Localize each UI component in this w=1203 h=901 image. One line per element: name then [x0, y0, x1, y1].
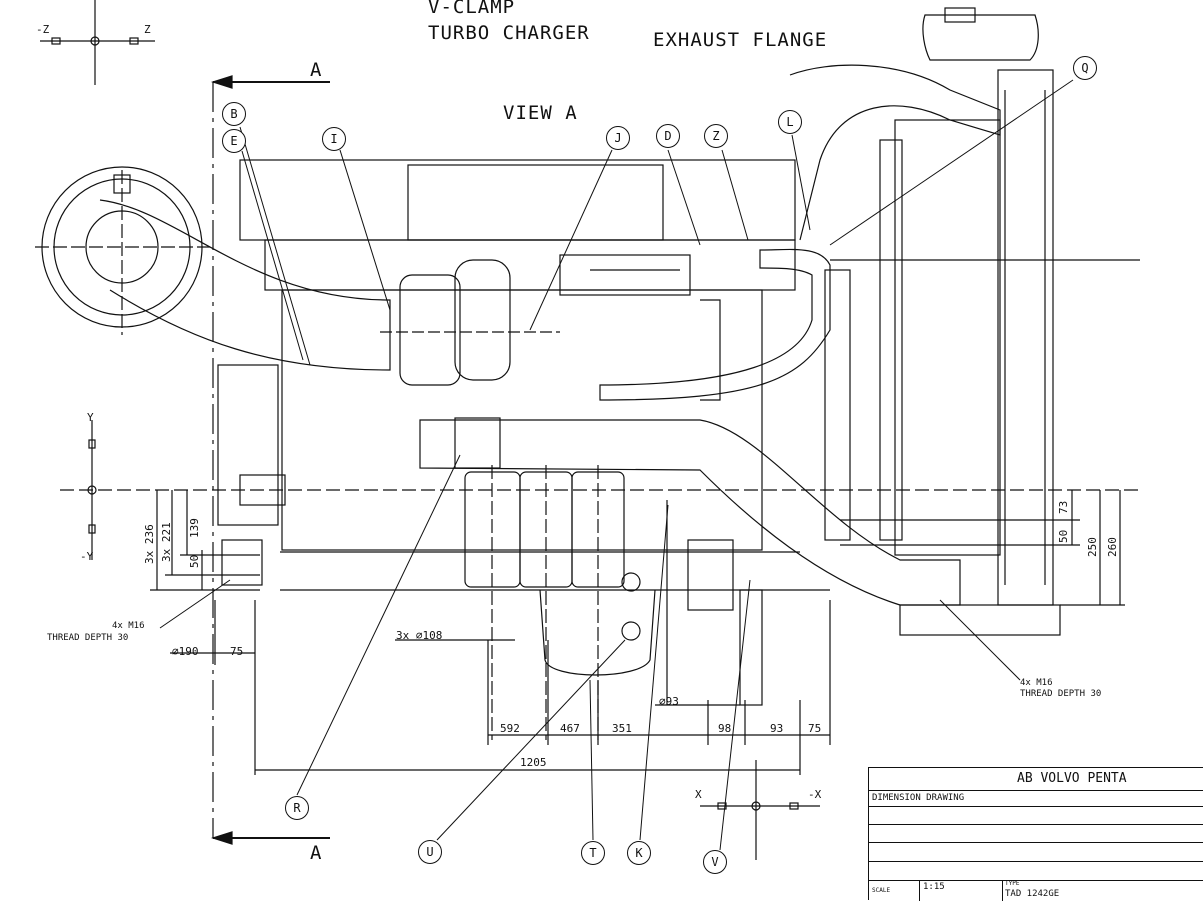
vclamp-note: V-CLAMP — [428, 0, 516, 18]
oil-sump — [539, 589, 656, 676]
dim-overall-1205: 1205 — [520, 756, 547, 769]
axis-label-z-neg: -Z — [36, 23, 50, 36]
dim-75-left: 75 — [230, 645, 244, 658]
engine-block — [217, 159, 830, 591]
callout-l: L — [778, 110, 802, 134]
callout-e: E — [222, 129, 246, 153]
charge-air-pipe — [419, 419, 961, 606]
type-label: TYPE — [1005, 880, 1020, 887]
dim-351: 351 — [612, 722, 632, 735]
section-marker-bottom: A — [310, 842, 323, 864]
air-filter — [35, 166, 210, 335]
pipe-diameter-note: ⌀93 — [659, 695, 679, 708]
callout-r: R — [285, 796, 309, 820]
dim-260: 260 — [1106, 537, 1119, 557]
callout-j: J — [606, 126, 630, 150]
title-block: AB VOLVO PENTA DIMENSION DRAWING SCALE 1… — [868, 767, 1203, 901]
callout-v: V — [703, 850, 727, 874]
dim-dia190: ⌀190 — [172, 645, 199, 658]
intake-pipe — [99, 199, 391, 371]
thread-note-right-2: THREAD DEPTH 30 — [1020, 689, 1102, 699]
oil-filters — [464, 465, 625, 740]
axis-label-y-neg: -Y — [80, 550, 94, 563]
thread-note-left-2: THREAD DEPTH 30 — [47, 633, 129, 643]
callout-d: D — [656, 124, 680, 148]
dim-50-right: 50 — [1057, 529, 1070, 543]
dim-592: 592 — [500, 722, 520, 735]
thread-note-left-1: 4x M16 — [112, 621, 145, 631]
callout-k: K — [627, 841, 651, 865]
callout-z: Z — [704, 124, 728, 148]
z-axis-symbol — [40, 0, 155, 85]
dim-93: 93 — [770, 722, 784, 735]
thread-note-right-1: 4x M16 — [1020, 678, 1053, 688]
company-name: AB VOLVO PENTA — [1017, 771, 1127, 786]
dim-3x221: 3x 221 — [160, 522, 173, 562]
exhaust-outlet — [739, 589, 763, 706]
callout-u: U — [418, 840, 442, 864]
callout-t: T — [581, 841, 605, 865]
drawing-type: DIMENSION DRAWING — [872, 793, 965, 803]
callout-b: B — [222, 102, 246, 126]
axis-label-x-neg: -X — [808, 788, 822, 801]
type-value: TAD 1242GE — [1005, 889, 1060, 899]
axis-label-y-pos: Y — [87, 411, 94, 424]
dim-98: 98 — [718, 722, 732, 735]
fan-housing — [824, 269, 851, 541]
callout-q: Q — [1073, 56, 1097, 80]
axis-label-x-pos: X — [695, 788, 702, 801]
dim-73: 73 — [1057, 500, 1070, 514]
turbo-charger — [380, 254, 691, 386]
right-vertical-dimensions — [840, 490, 1125, 606]
dim-250: 250 — [1086, 537, 1099, 557]
y-axis-symbol — [60, 420, 1138, 560]
dim-3x236: 3x 236 — [143, 524, 156, 564]
filter-diameter-note: 3x ⌀108 — [396, 629, 443, 642]
bottom-chain-dimensions — [255, 600, 831, 775]
scale-value: 1:15 — [923, 882, 945, 892]
section-line-a — [211, 75, 330, 845]
scale-label: SCALE — [872, 887, 891, 894]
exhaust-flange-note: EXHAUST FLANGE — [653, 29, 828, 51]
turbo-charger-note: TURBO CHARGER — [428, 22, 590, 44]
left-vertical-dimensions — [150, 490, 260, 591]
axis-label-z-pos: Z — [144, 23, 151, 36]
left-bottom-dimensions — [170, 600, 515, 775]
dim-467: 467 — [560, 722, 580, 735]
view-title: VIEW A — [503, 102, 578, 124]
x-axis-symbol — [700, 760, 820, 860]
expansion-tank — [922, 14, 1039, 61]
callout-i: I — [322, 127, 346, 151]
radiator — [830, 69, 1140, 636]
section-marker-top: A — [310, 59, 323, 81]
leader-lines — [159, 79, 1074, 851]
dim-50-left: 50 — [188, 554, 201, 568]
dim-75-right: 75 — [808, 722, 822, 735]
dim-139: 139 — [188, 518, 201, 538]
